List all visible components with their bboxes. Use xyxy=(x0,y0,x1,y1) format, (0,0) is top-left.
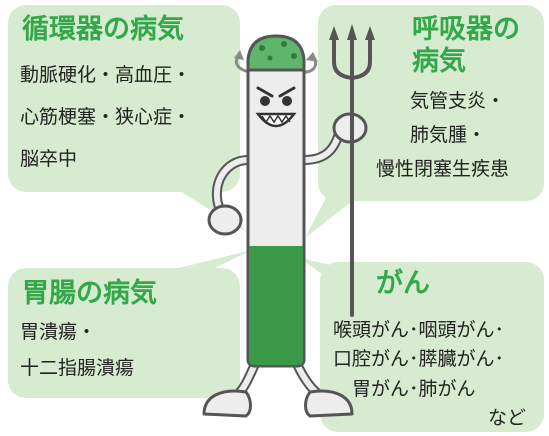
respiratory-title-line-1: 呼吸器の xyxy=(412,14,520,45)
circulatory-panel xyxy=(8,5,240,192)
respiratory-line-3: 慢性閉塞生疾患 xyxy=(376,158,510,180)
cancer-line-4: など xyxy=(488,407,527,429)
circulatory-line-1: 動脈硬化・高血圧・ xyxy=(20,64,192,86)
cancer-line-3: 胃がん･肺がん xyxy=(352,378,476,400)
digestive-title: 胃腸の病気 xyxy=(22,278,157,309)
trident-icon xyxy=(332,36,372,317)
circulatory-line-2: 心筋梗塞・狭心症・ xyxy=(20,106,192,128)
cancer-line-1: 喉頭がん･咽頭がん･ xyxy=(333,319,505,341)
respiratory-line-2: 肺気腫・ xyxy=(410,124,487,146)
circulatory-title: 循環器の病気 xyxy=(22,14,184,45)
digestive-panel xyxy=(8,268,240,398)
respiratory-title-line-2: 病気 xyxy=(412,46,466,77)
respiratory-line-1: 気管支炎・ xyxy=(410,90,506,112)
cancer-panel xyxy=(320,262,544,432)
circulatory-line-3: 脳卒中 xyxy=(20,148,78,170)
digestive-line-1: 胃潰瘍・ xyxy=(20,321,97,343)
cancer-title: がん xyxy=(376,268,430,299)
cancer-line-2: 口腔がん･膵臓がん･ xyxy=(333,348,505,370)
digestive-line-2: 十二指腸潰瘍 xyxy=(20,357,135,379)
